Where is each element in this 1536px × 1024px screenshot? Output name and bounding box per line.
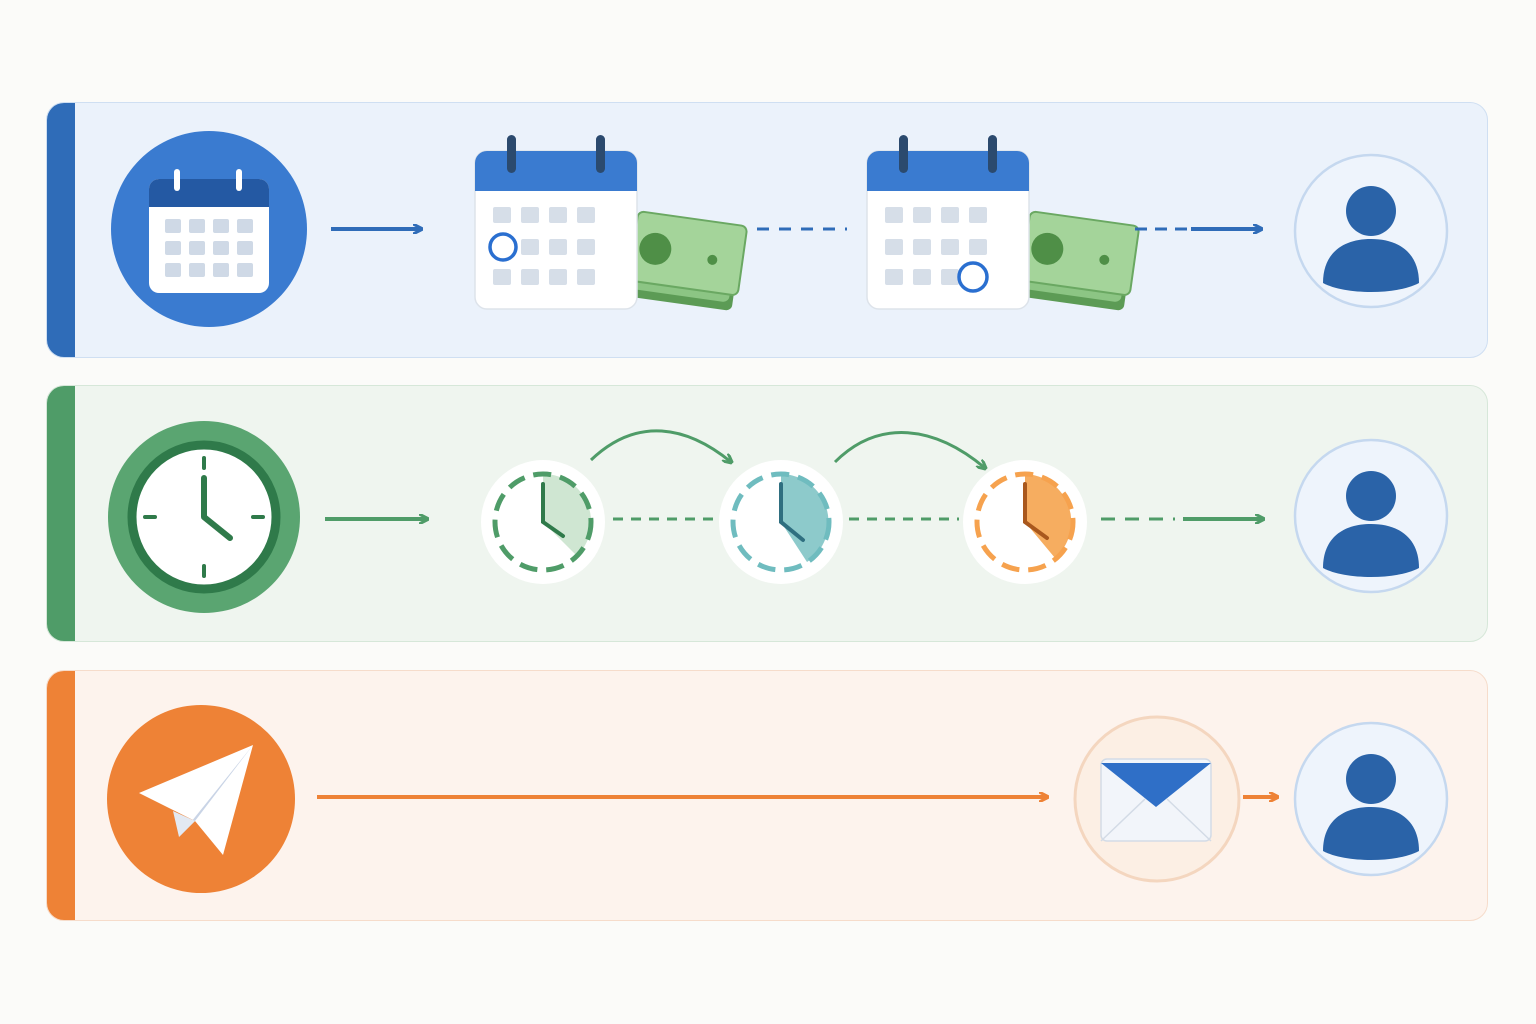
user-icon [1293,721,1449,877]
scheduled-payment-lane [46,102,1488,358]
recurring-payment-lane [46,385,1488,642]
user-icon [1293,153,1449,309]
lane-accent-bar [47,386,75,641]
calendar-with-payment-icon [866,135,1140,311]
scheduled-flow-diagram [111,131,1449,327]
timer-icon [481,460,605,584]
envelope-icon [1073,715,1241,883]
lane-accent-bar [47,103,75,357]
user-icon [1293,438,1449,594]
paper-plane-icon [107,705,295,893]
calendar-icon [111,131,307,327]
cycle-arc-arrow [589,429,731,462]
lane-accent-bar [47,671,75,920]
instant-flow-diagram [107,705,1449,893]
timer-icon [719,460,843,584]
clock-icon [108,421,300,613]
cycle-arc-arrow [833,431,985,468]
calendar-with-payment-icon [474,135,748,311]
instant-payment-lane [46,670,1488,921]
recurring-flow-diagram [108,421,1449,613]
timer-icon [963,460,1087,584]
